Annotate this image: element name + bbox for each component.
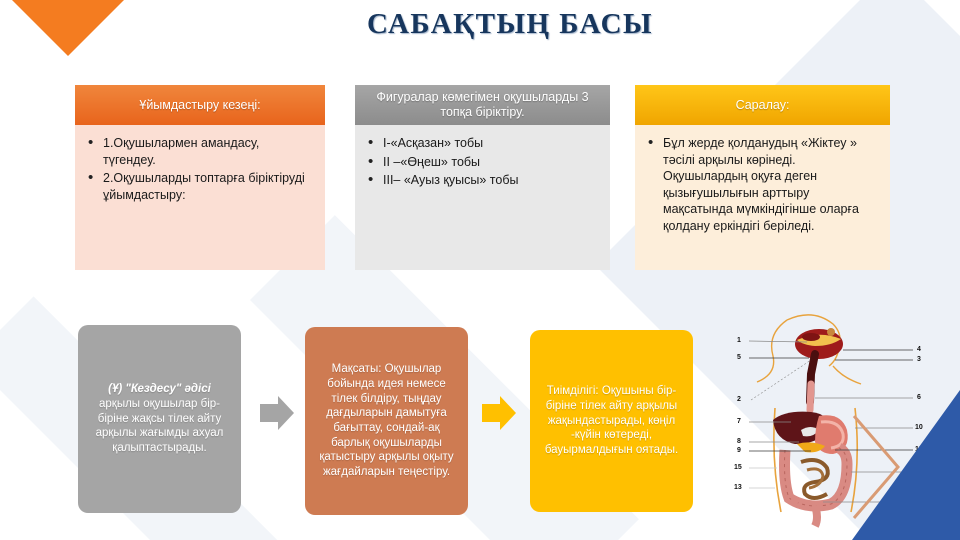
flow-step-goal: Мақсаты: Оқушылар бойында идея немесе ті… [305,327,468,515]
diagram-label: 8 [737,438,741,445]
card-body: I-«Асқазан» тобы II –«Өңеш» тобы III– «А… [355,125,610,270]
diagram-label: 7 [737,418,741,425]
card-body: Бұл жерде қолданудың «Жіктеу » тәсілі ар… [635,125,890,270]
digestive-system-diagram: 1 5 2 7 8 9 15 13 4 3 6 10 11 12 14 [715,312,955,534]
card-header: Саралау: [635,85,890,125]
flow-arrow-2-icon [480,393,518,433]
card-header: Ұйымдастыру кезеңі: [75,85,325,125]
diagram-label: 9 [737,447,741,454]
orange-chevron-decoration-icon [850,412,920,522]
orange-triangle-decoration-icon [10,0,126,56]
blue-corner-triangle-icon [852,390,960,540]
list-item: II –«Өңеш» тобы [368,152,598,171]
list-item: 1.Оқушылармен амандасу, түгендеу. [88,133,313,168]
diagram-label: 5 [737,354,741,361]
diagram-label: 2 [737,396,741,403]
slide-title: САБАҚТЫҢ БАСЫ [366,8,654,40]
card-organization-stage: Ұйымдастыру кезеңі: 1.Оқушылармен аманда… [75,85,325,270]
list-item: Бұл жерде қолданудың «Жіктеу » тәсілі ар… [648,133,878,234]
flow-step-effectiveness: Тиімділігі: Оқушыны бір-біріне тілек айт… [530,330,693,512]
digestive-system-illustration-icon [748,314,913,528]
flow-arrow-1-icon [258,393,296,433]
list-item: III– «Ауыз қуысы» тобы [368,170,598,189]
list-item: I-«Асқазан» тобы [368,133,598,152]
diagram-label: 3 [917,356,921,363]
card-grouping-with-figures: Фигуралар көмегімен оқушыларды 3 топқа б… [355,85,610,270]
card-body: 1.Оқушылармен амандасу, түгендеу. 2.Оқуш… [75,125,325,270]
flow-step-lead: (Ұ) "Кездесу" әдісі [108,383,211,396]
list-item: 2.Оқушыларды топтарға біріктіруді ұйымда… [88,168,313,203]
flow-step-text: арқылы оқушылар бір-біріне жақсы тілек а… [95,397,224,455]
diagram-label: 15 [734,464,742,471]
flow-step-text: Мақсаты: Оқушылар бойында идея немесе ті… [319,363,454,479]
card-header: Фигуралар көмегімен оқушыларды 3 топқа б… [355,85,610,125]
diagram-label: 1 [737,337,741,344]
flow-step-text: Тиімділігі: Оқушыны бір-біріне тілек айт… [544,385,679,457]
diagram-label: 13 [734,484,742,491]
diagram-label: 4 [917,346,921,353]
card-differentiation: Саралау: Бұл жерде қолданудың «Жіктеу » … [635,85,890,270]
flow-step-method: (Ұ) "Кездесу" әдісі арқылы оқушылар бір-… [78,325,241,513]
